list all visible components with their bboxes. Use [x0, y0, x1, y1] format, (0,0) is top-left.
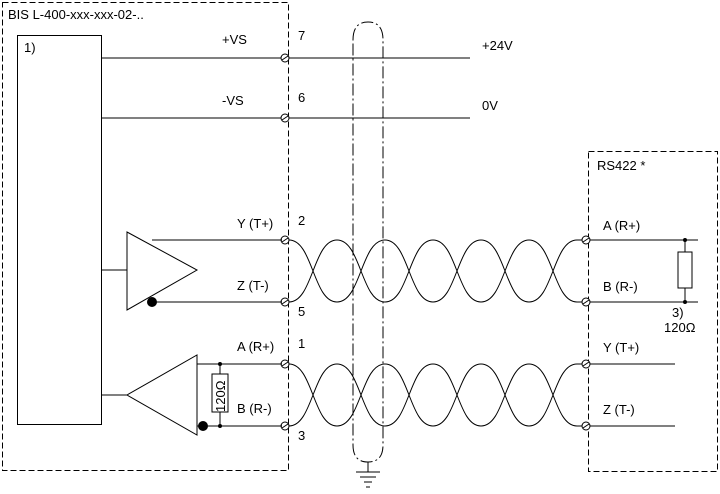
- left-resistor: [211, 373, 229, 413]
- internal-block: [17, 35, 102, 425]
- rx-a-label: A (R+): [237, 339, 274, 354]
- rs422-terminal-y: [581, 359, 591, 369]
- terminal-3: [280, 421, 290, 431]
- transmitter-driver: [126, 231, 199, 311]
- twisted-pair-rx: [288, 363, 582, 427]
- plus-24v-label: +24V: [482, 38, 513, 53]
- left-resistor-label: 120Ω: [213, 380, 228, 412]
- right-resistor-label: 120Ω: [664, 320, 696, 335]
- bis-device-boundary: [2, 2, 289, 471]
- rs422-terminal-a: [581, 235, 591, 245]
- rs422-device-title: RS422 *: [597, 158, 645, 173]
- pin-2-label: 2: [298, 213, 305, 228]
- rs422-terminal-z: [581, 421, 591, 431]
- right-resistor-node-bottom: [683, 300, 687, 304]
- plus-vs-label: +VS: [222, 32, 247, 47]
- pin-1-label: 1: [298, 336, 305, 351]
- internal-block-note: 1): [24, 40, 36, 55]
- terminal-7: [280, 53, 290, 63]
- ground-symbol-icon: [356, 471, 380, 488]
- rs422-z-label: Z (T-): [603, 402, 635, 417]
- tx-inverted-output-dot: [147, 297, 157, 307]
- rs422-terminal-b: [581, 297, 591, 307]
- rs422-a-label: A (R+): [603, 218, 640, 233]
- tx-z-label: Z (T-): [237, 278, 269, 293]
- minus-vs-label: -VS: [222, 93, 244, 108]
- terminal-2: [280, 235, 290, 245]
- pin-5-label: 5: [298, 304, 305, 319]
- pin-7-label: 7: [298, 28, 305, 43]
- twisted-pair-tx: [288, 239, 582, 303]
- rs422-device-boundary: [588, 151, 718, 472]
- terminal-6: [280, 113, 290, 123]
- terminal-1: [280, 359, 290, 369]
- left-resistor-node-bottom: [218, 424, 222, 428]
- zero-v-label: 0V: [482, 98, 498, 113]
- right-resistor: [677, 251, 693, 289]
- right-resistor-node-top: [683, 238, 687, 242]
- bis-device-title: BIS L-400-xxx-xxx-02-..: [8, 7, 144, 22]
- receiver: [125, 354, 198, 436]
- right-resistor-note: 3): [672, 305, 684, 320]
- rx-b-label: B (R-): [237, 401, 272, 416]
- tx-y-label: Y (T+): [237, 216, 273, 231]
- rs422-y-label: Y (T+): [603, 340, 639, 355]
- rs422-b-label: B (R-): [603, 279, 638, 294]
- rx-inverted-input-dot: [198, 421, 208, 431]
- left-resistor-node-top: [218, 362, 222, 366]
- terminal-5: [280, 297, 290, 307]
- pin-6-label: 6: [298, 90, 305, 105]
- pin-3-label: 3: [298, 428, 305, 443]
